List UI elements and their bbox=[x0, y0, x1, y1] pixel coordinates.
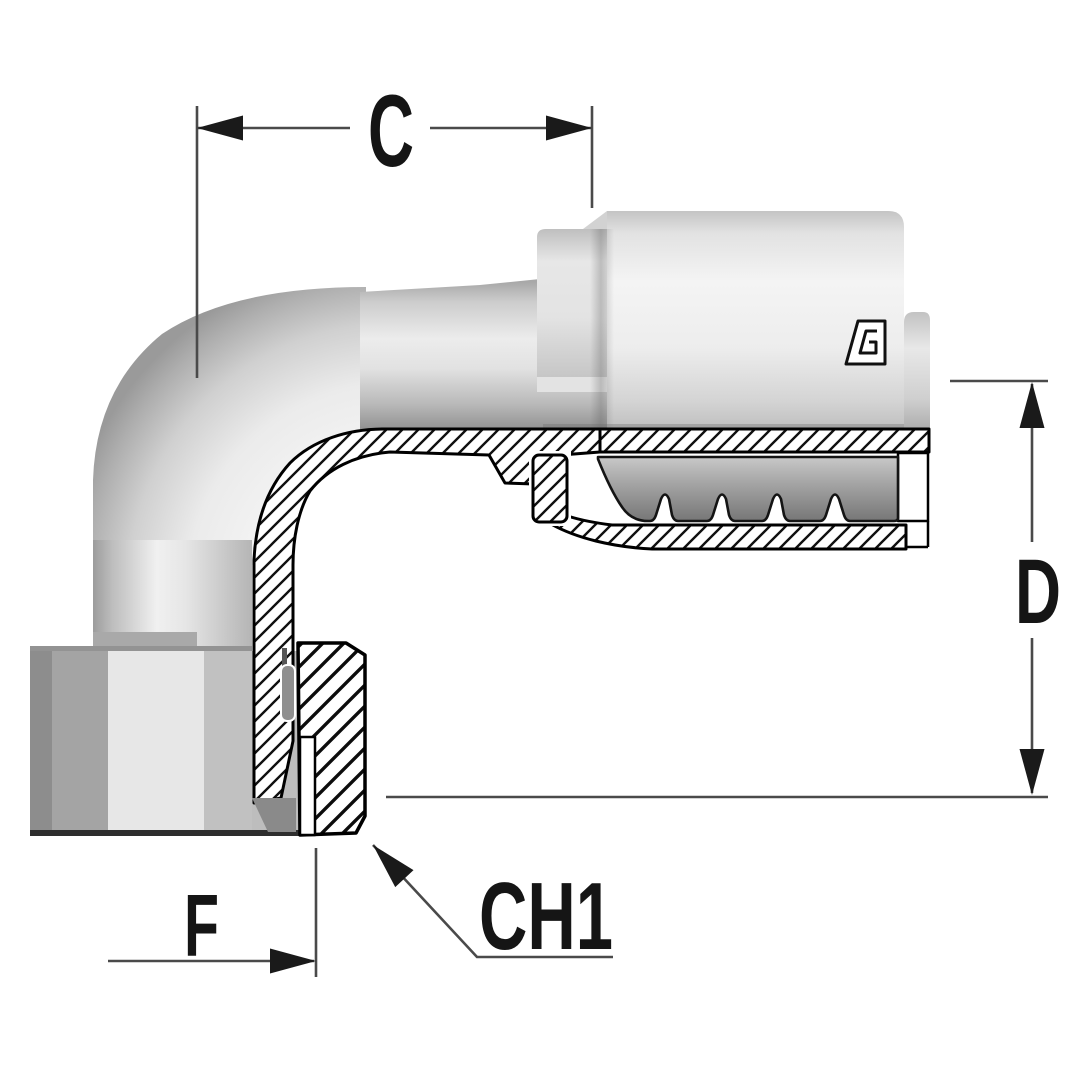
nipple-serrations bbox=[596, 455, 900, 523]
elbow-bend-surface bbox=[93, 287, 384, 565]
c-arrow-left bbox=[197, 115, 243, 141]
hose-bore-end bbox=[896, 451, 930, 523]
nipple-head-section bbox=[531, 453, 569, 524]
manufacturer-mark-icon bbox=[844, 319, 887, 366]
dimension-d: D bbox=[386, 379, 1061, 799]
d-arrow-top bbox=[1019, 382, 1045, 428]
dimension-f: F bbox=[108, 848, 318, 977]
ferrule-step-chamfer bbox=[583, 211, 607, 229]
nut-flat-far-left bbox=[30, 651, 52, 833]
ferrule-left-step bbox=[537, 229, 607, 377]
ferrule-main-body bbox=[607, 211, 904, 432]
d-arrow-bottom bbox=[1019, 749, 1045, 795]
dimension-c: C bbox=[195, 74, 594, 378]
nut-flat-left bbox=[52, 651, 108, 833]
tube-under-step-highlight bbox=[537, 377, 607, 392]
ferrule-socket bbox=[537, 211, 930, 433]
retaining-ring bbox=[280, 664, 296, 722]
dimensions: C D F CH1 bbox=[108, 74, 1061, 977]
retaining-pin-stem bbox=[282, 648, 287, 670]
leader-ch1: CH1 bbox=[363, 836, 613, 970]
nut-flat-right bbox=[204, 651, 252, 833]
tube-horizontal-surface bbox=[360, 279, 540, 430]
f-label: F bbox=[184, 876, 219, 975]
tube-end-edge bbox=[906, 521, 930, 549]
tube-leg-step-band bbox=[93, 632, 197, 646]
d-label: D bbox=[1015, 541, 1061, 643]
c-label: C bbox=[368, 74, 414, 188]
ferrule-hose-collar bbox=[904, 312, 930, 433]
tube-end-wedge bbox=[252, 798, 296, 832]
nut-flat-front bbox=[108, 651, 204, 833]
f-arrow bbox=[270, 948, 316, 974]
nut-top-chamfer-band bbox=[30, 646, 252, 652]
nut-bottom-edge bbox=[30, 830, 310, 836]
c-arrow-right bbox=[546, 115, 592, 141]
ch1-label: CH1 bbox=[479, 863, 613, 970]
cross-section bbox=[252, 427, 931, 837]
ferrule-seam-shading bbox=[590, 229, 614, 430]
ch1-leader-line bbox=[372, 844, 613, 959]
nut-bore-face bbox=[298, 735, 317, 837]
